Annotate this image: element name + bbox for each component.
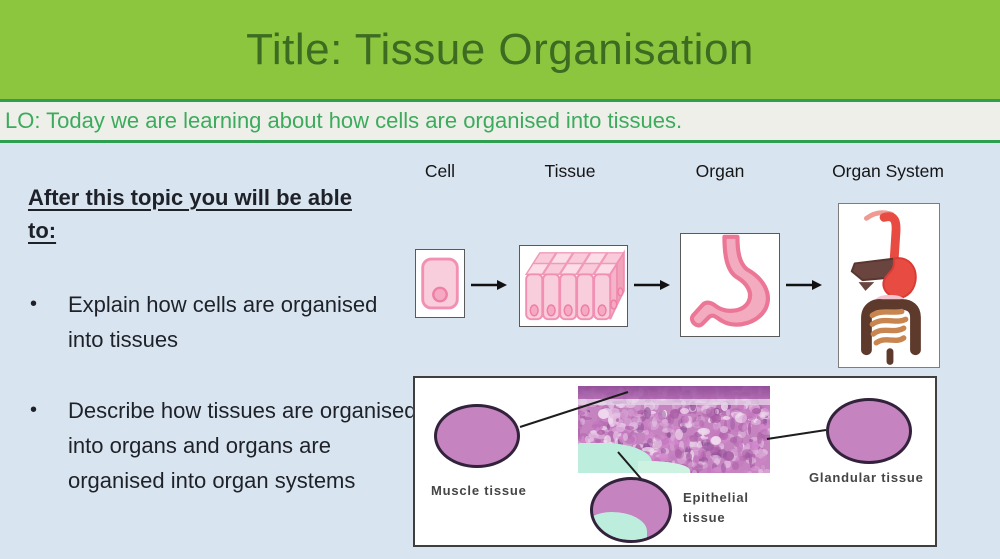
- histology-micrograph: [578, 386, 770, 473]
- cell-illustration: [421, 257, 459, 310]
- flow-label-organ-system: Organ System: [832, 161, 944, 181]
- organ-system-image-box: [838, 203, 940, 368]
- flow-label-organ: Organ: [695, 161, 745, 181]
- glandular-tissue-label: Glandular tissue: [809, 470, 924, 485]
- arrow-right-icon: [786, 280, 822, 290]
- tissue-image-box: [519, 245, 628, 327]
- page-title: Title: Tissue Organisation: [246, 24, 754, 74]
- epithelial-tissue-label: Epithelial tissue: [683, 490, 749, 525]
- objectives-list: • Explain how cells are organised into t…: [28, 287, 417, 498]
- flow-label-tissue: Tissue: [544, 161, 596, 181]
- arrow-right-icon: [634, 280, 670, 290]
- micrograph-mint-region: [638, 461, 690, 473]
- stomach-illustration: [689, 234, 770, 328]
- title-banner: Title: Tissue Organisation: [0, 0, 1000, 99]
- organ-image-box: [680, 233, 780, 337]
- digestive-system-illustration: [850, 210, 921, 365]
- arrow-right-icon: [471, 280, 507, 290]
- micrograph-mint-region: [593, 512, 647, 540]
- objective-text: Explain how cells are organised into tis…: [68, 292, 378, 352]
- micrograph-pale-stripe: [578, 399, 770, 405]
- list-item: • Describe how tissues are organised int…: [28, 393, 418, 498]
- objectives-heading: After this topic you will be able to:: [28, 185, 352, 243]
- objective-text: Describe how tissues are organised into …: [68, 398, 417, 493]
- flow-label-cell: Cell: [424, 161, 456, 181]
- glandular-tissue-micrograph: [826, 398, 912, 464]
- micrograph-top-band: [578, 386, 770, 399]
- tissue-types-figure: Muscle tissue Epithelial tissue Glandula…: [413, 376, 937, 547]
- learning-objective-strip: LO: Today we are learning about how cell…: [0, 99, 1000, 143]
- objectives-block: After this topic you will be able to: • …: [28, 181, 417, 498]
- bullet-icon: •: [30, 399, 38, 421]
- muscle-tissue-micrograph: [434, 404, 520, 468]
- muscle-tissue-label: Muscle tissue: [431, 483, 527, 498]
- epithelial-tissue-micrograph: [590, 477, 672, 543]
- tissue-illustration: [524, 249, 626, 321]
- learning-objective-text: LO: Today we are learning about how cell…: [5, 108, 683, 133]
- list-item: • Explain how cells are organised into t…: [28, 287, 418, 357]
- bullet-icon: •: [30, 293, 38, 315]
- connector-lines: [519, 391, 827, 482]
- cell-image-box: [415, 249, 465, 318]
